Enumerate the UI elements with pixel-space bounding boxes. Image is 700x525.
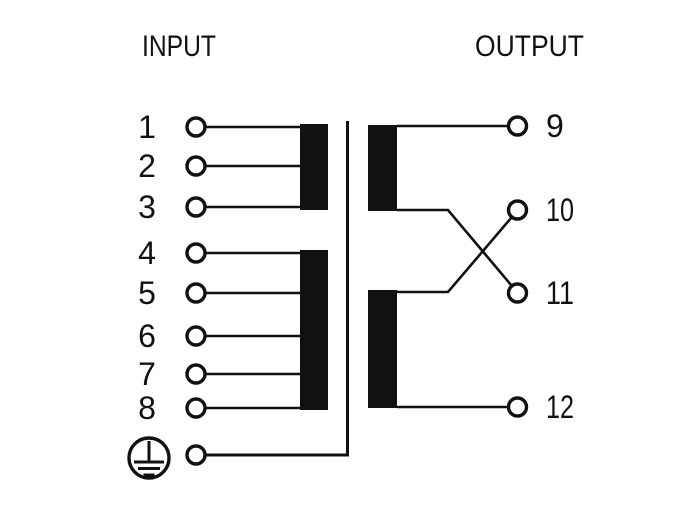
terminal-circle (185, 196, 207, 218)
output-terminal-9: 9 (397, 108, 564, 144)
terminal-number-label: 5 (138, 275, 156, 311)
input-terminal-4: 4 (138, 235, 300, 271)
output-winding-upper (368, 125, 397, 211)
terminal-circle (506, 115, 529, 137)
terminal-circle (506, 282, 529, 304)
input-terminal-8: 8 (138, 390, 300, 426)
terminal-number-label: 12 (546, 389, 574, 425)
output-terminal-11: 11 (506, 275, 574, 311)
terminal-number-label: 3 (138, 189, 156, 225)
terminal-circle (506, 199, 529, 221)
input-terminal-2: 2 (138, 148, 300, 184)
output-terminal-12: 12 (397, 389, 574, 425)
terminal-circle (185, 325, 207, 347)
terminal-circle (185, 116, 207, 138)
core-screen-line (205, 121, 349, 457)
input-section-title: INPUT (142, 30, 216, 63)
input-terminal-6: 6 (138, 318, 300, 354)
input-terminal-5: 5 (138, 275, 300, 311)
terminal-number-label: 10 (546, 192, 574, 228)
input-terminal-7: 7 (138, 356, 300, 392)
input-terminal-3: 3 (138, 189, 300, 225)
terminal-number-label: 1 (138, 109, 156, 145)
crossover-wire-to-10 (397, 216, 513, 294)
terminal-number-label: 8 (138, 390, 156, 426)
terminal-number-label: 4 (138, 235, 156, 271)
terminal-circle (185, 155, 207, 177)
terminal-number-label: 6 (138, 318, 156, 354)
crossover-wire-to-11 (397, 208, 513, 287)
input-winding-upper (300, 124, 328, 210)
input-terminal-1: 1 (138, 109, 300, 145)
output-winding-lower (368, 290, 397, 408)
terminal-circle (185, 444, 207, 466)
output-terminal-10: 10 (506, 192, 574, 228)
terminal-circle (185, 397, 207, 419)
protective-earth-icon (127, 436, 171, 480)
terminal-circle (185, 242, 207, 264)
terminal-circle (506, 396, 529, 418)
terminal-circle (185, 282, 207, 304)
terminal-number-label: 11 (546, 275, 574, 311)
input-winding-lower (300, 250, 328, 410)
terminal-circle (185, 363, 207, 385)
terminal-number-label: 9 (546, 108, 564, 144)
terminal-number-label: 2 (138, 148, 156, 184)
output-section-title: OUTPUT (475, 30, 584, 63)
terminal-number-label: 7 (138, 356, 156, 392)
ground-terminal (127, 436, 207, 480)
